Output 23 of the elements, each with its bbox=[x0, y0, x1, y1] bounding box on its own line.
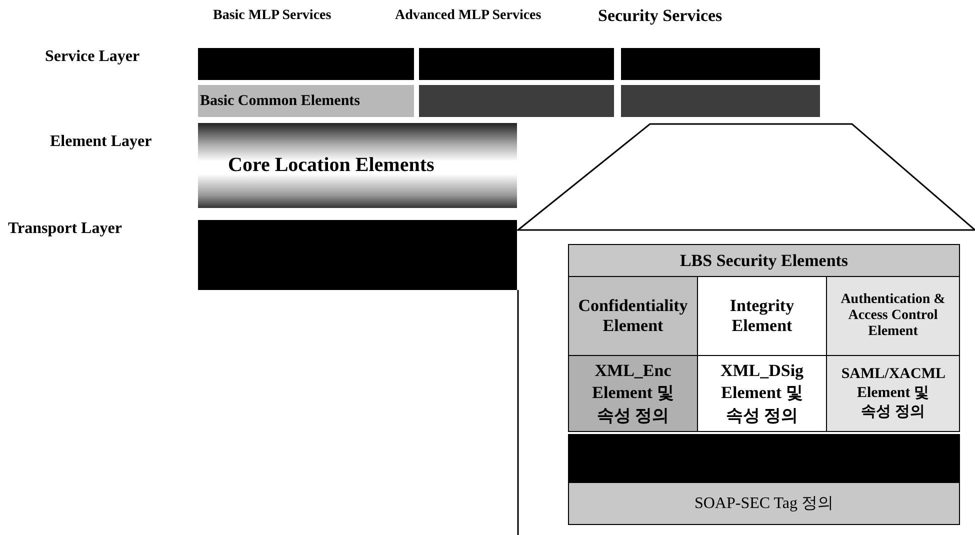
element-cell: XML_Enc Element 및 속성 정의 bbox=[568, 356, 698, 432]
element-cell: Authentication & Access Control Element bbox=[827, 277, 960, 356]
layer-bar bbox=[198, 220, 517, 290]
element-cell: XML_DSig Element 및 속성 정의 bbox=[698, 356, 827, 432]
layer-bar bbox=[621, 85, 820, 117]
element-box: Basic Common Elements bbox=[198, 85, 414, 117]
layer-bar bbox=[419, 85, 614, 117]
tag-box: SOAP-SEC Tag 정의 bbox=[568, 483, 960, 525]
column-heading: Basic MLP Services bbox=[213, 8, 332, 24]
element-cell: SAML/XACML Element 및 속성 정의 bbox=[827, 356, 960, 432]
layer-bar bbox=[621, 48, 820, 80]
layer-bar bbox=[198, 48, 414, 80]
element-cell: LBS Security Elements bbox=[568, 244, 960, 277]
column-heading: Advanced MLP Services bbox=[395, 8, 542, 24]
element-cell: Integrity Element bbox=[698, 277, 827, 356]
element-cell: Confidentiality Element bbox=[568, 277, 698, 356]
row-heading: Service Layer bbox=[45, 48, 140, 66]
element-box: Core Location Elements bbox=[198, 123, 517, 208]
row-heading: Transport Layer bbox=[8, 220, 122, 238]
layer-bar bbox=[568, 434, 960, 483]
row-heading: Element Layer bbox=[50, 133, 152, 151]
layer-bar bbox=[419, 48, 614, 80]
column-heading: Security Services bbox=[598, 6, 722, 26]
